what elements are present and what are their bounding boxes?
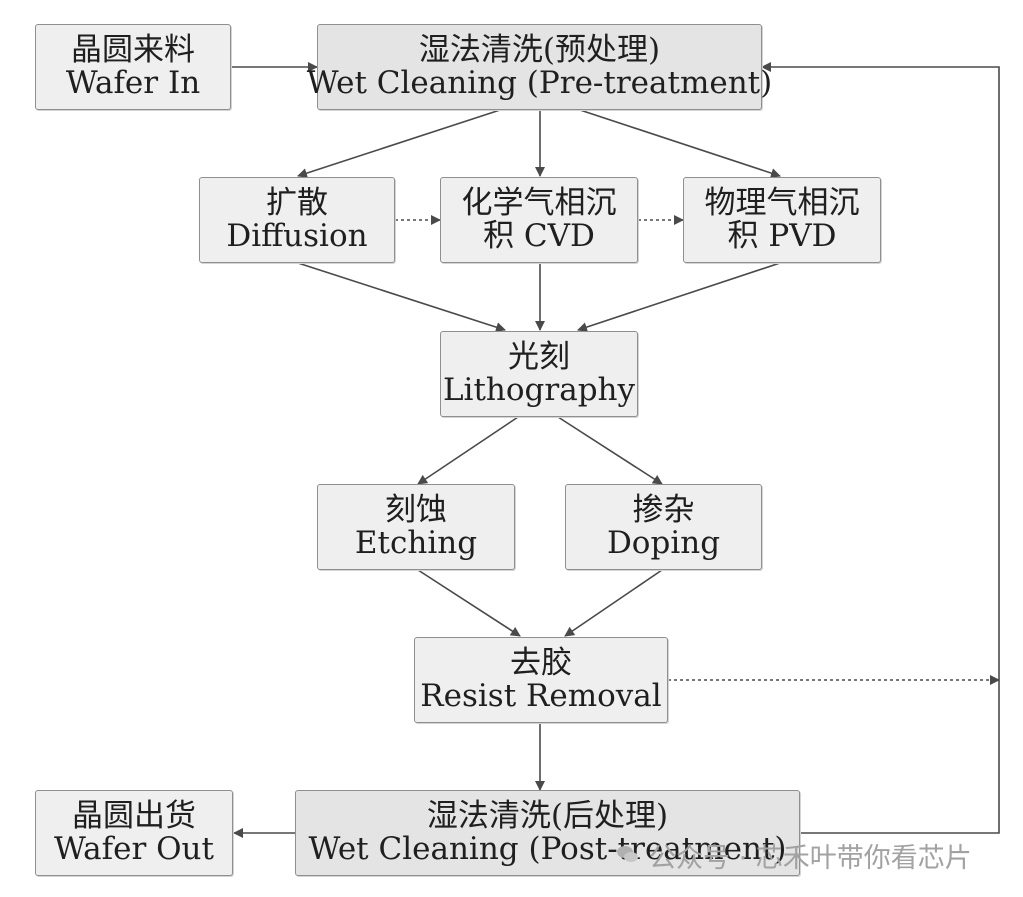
doping-cn-label: 掺杂: [632, 491, 695, 528]
wet-cleaning-pre-box: 湿法清洗(预处理) Wet Cleaning (Pre-treatment): [307, 24, 772, 110]
cvd-cn-label: 化学气相沉: [461, 184, 617, 221]
etching-box: 刻蚀 Etching: [317, 484, 515, 570]
arrow-lithography-to-etching: [417, 416, 519, 485]
pvd-box: 物理气相沉 积 PVD: [683, 177, 881, 263]
cvd-en-label: 积 CVD: [483, 218, 595, 254]
resist-removal-box: 去胶 Resist Removal: [414, 637, 668, 723]
pvd-en-label: 积 PVD: [727, 218, 837, 254]
watermark-text: 公众号 · 芯禾叶带你看芯片: [649, 842, 972, 874]
wet-cleaning-post-cn-label: 湿法清洗(后处理): [426, 797, 669, 834]
wafer-in-en-label: Wafer In: [65, 65, 201, 101]
wafer-out-en-label: Wafer Out: [54, 831, 214, 867]
wafer-out-box: 晶圆出货 Wafer Out: [35, 790, 233, 876]
resist-removal-cn-label: 去胶: [510, 644, 572, 681]
arrow-lithography-to-doping: [557, 416, 663, 485]
wet-cleaning-post-en-label: Wet Cleaning (Post-treatment): [308, 831, 787, 867]
lithography-en-label: Lithography: [442, 372, 636, 408]
watermark: 公众号 · 芯禾叶带你看芯片: [615, 835, 972, 875]
diffusion-en-label: Diffusion: [226, 218, 368, 254]
etching-en-label: Etching: [354, 525, 478, 561]
diffusion-box: 扩散 Diffusion: [199, 177, 395, 263]
wet-cleaning-pre-cn-label: 湿法清洗(预处理): [418, 31, 661, 68]
cvd-box: 化学气相沉 积 CVD: [440, 177, 638, 263]
wafer-in-cn-label: 晶圆来料: [71, 31, 195, 68]
lithography-cn-label: 光刻: [508, 338, 570, 375]
arrow-diffusion-to-lithography: [297, 262, 506, 332]
arrow-wet-pre-to-diffusion: [297, 109, 501, 178]
pvd-cn-label: 物理气相沉: [704, 184, 860, 221]
doping-en-label: Doping: [606, 525, 721, 561]
arrow-wet-pre-to-pvd: [579, 109, 781, 178]
return-loop-connector: [761, 62, 1000, 834]
diffusion-cn-label: 扩散: [266, 184, 328, 221]
wet-cleaning-post-box: 湿法清洗(后处理) Wet Cleaning (Post-treatment): [295, 790, 800, 876]
doping-box: 掺杂 Doping: [565, 484, 762, 570]
wafer-out-cn-label: 晶圆出货: [72, 797, 196, 834]
resist-removal-en-label: Resist Removal: [420, 678, 662, 714]
lithography-box: 光刻 Lithography: [440, 331, 638, 417]
wet-cleaning-pre-en-label: Wet Cleaning (Pre-treatment): [306, 65, 773, 101]
arrow-pvd-to-lithography: [577, 262, 781, 332]
etching-cn-label: 刻蚀: [385, 491, 447, 528]
wafer-in-box: 晶圆来料 Wafer In: [35, 24, 231, 110]
arrow-doping-to-resist-removal: [564, 569, 663, 637]
arrow-etching-to-resist-removal: [417, 569, 521, 637]
wechat-icon: [617, 846, 638, 862]
